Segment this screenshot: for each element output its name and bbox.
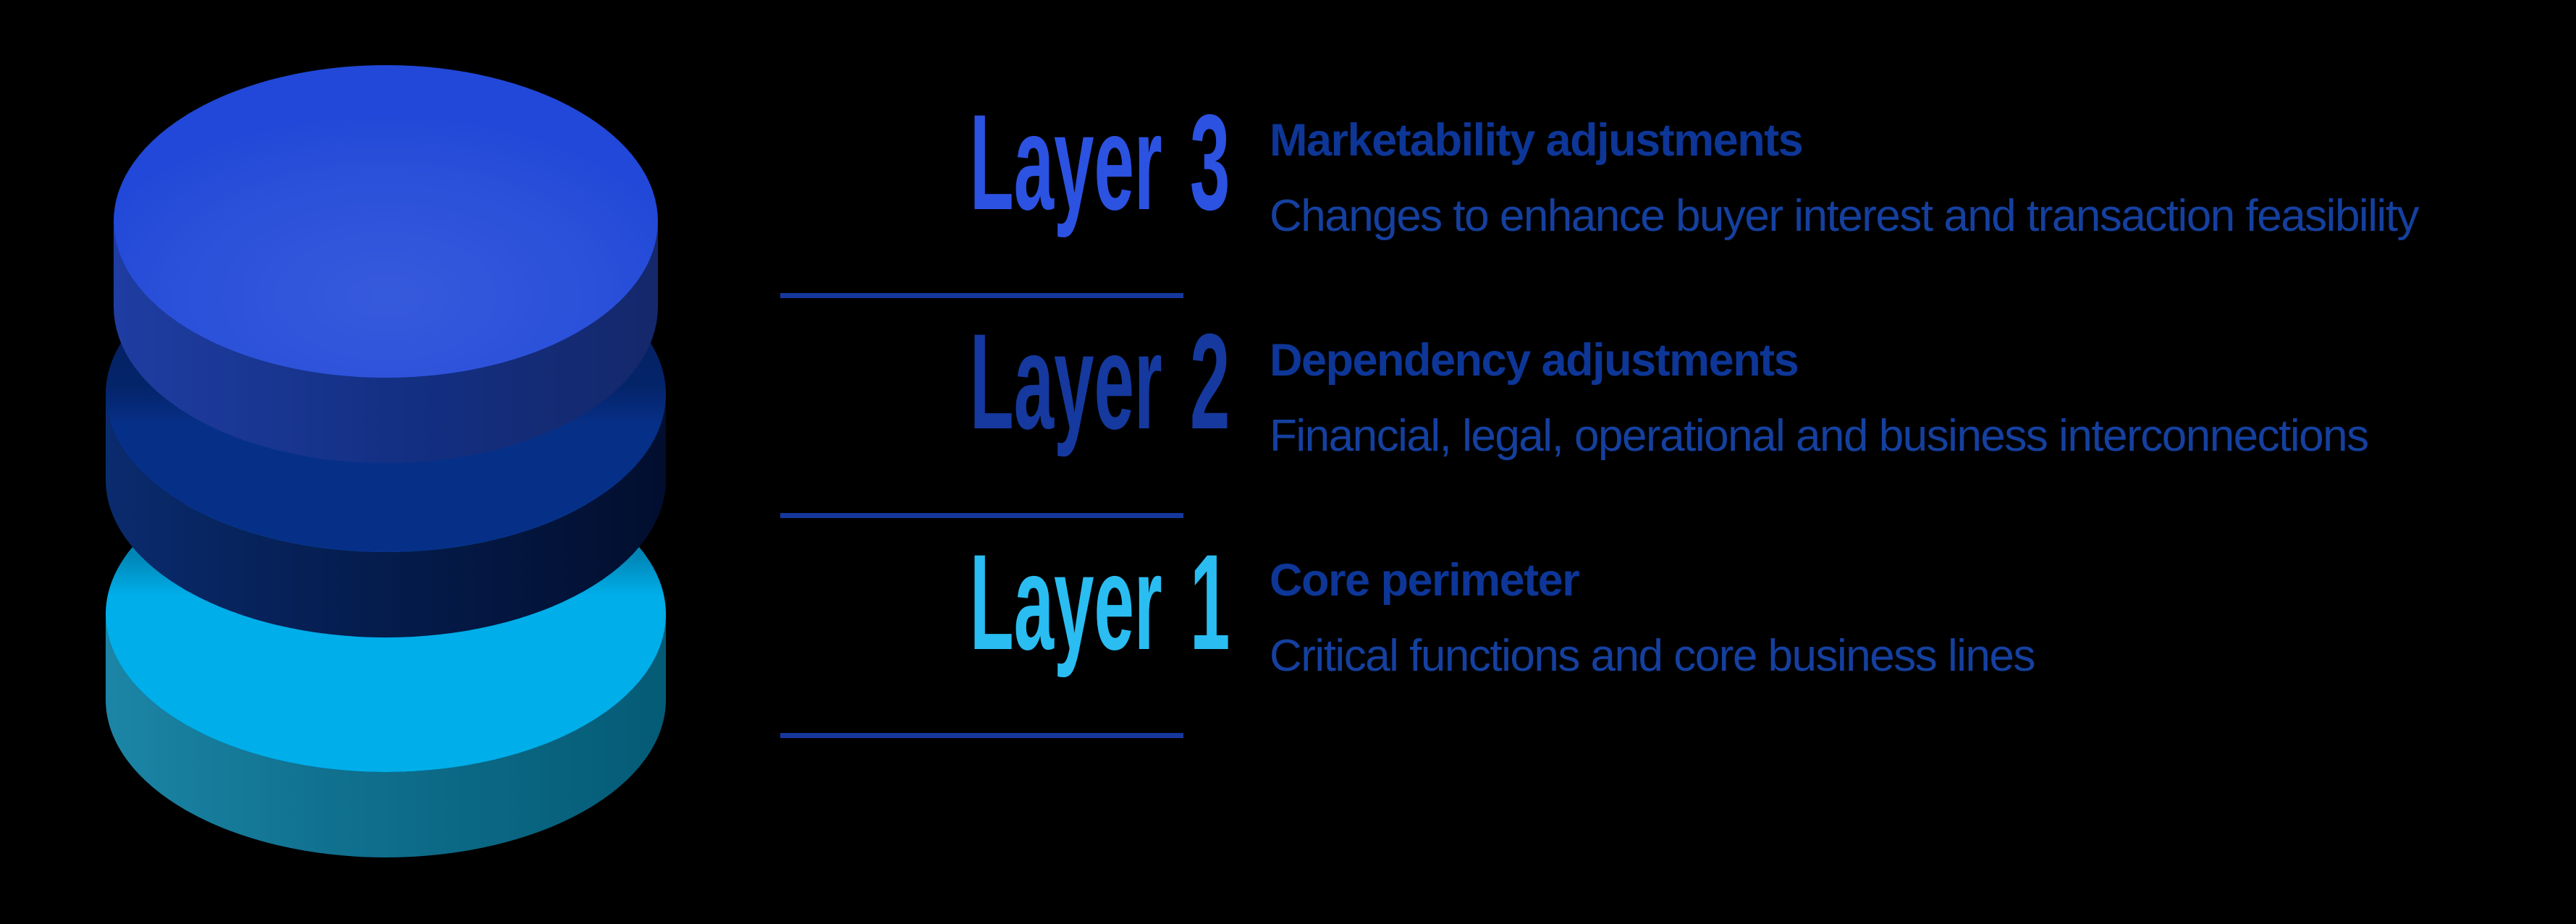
cylinder-layer-3 (114, 65, 658, 463)
layer-3-heading: Marketability adjustments (1270, 115, 1804, 166)
layer-1-divider (780, 733, 1183, 738)
layer-3-description: Changes to enhance buyer interest and tr… (1270, 191, 2419, 241)
layer-2-heading: Dependency adjustments (1270, 335, 1799, 386)
cylinder-layer-3-gloss-overlay (114, 65, 658, 378)
layer-2-description: Financial, legal, operational and busine… (1270, 411, 2369, 461)
cylinder-layer-2-side (106, 394, 666, 637)
layer-1-label: Layer 1 (969, 526, 1230, 678)
layer-2-divider (780, 513, 1183, 518)
layer-1-description: Critical functions and core business lin… (1270, 631, 2036, 681)
layer-1-heading: Core perimeter (1270, 555, 1580, 606)
layer-3-divider (780, 293, 1183, 298)
layer-3-label: Layer 3 (969, 86, 1230, 238)
cylinder-layer-3-side (114, 221, 658, 463)
cylinder-layer-1-side (106, 614, 666, 857)
layer-2-label: Layer 2 (969, 305, 1230, 457)
